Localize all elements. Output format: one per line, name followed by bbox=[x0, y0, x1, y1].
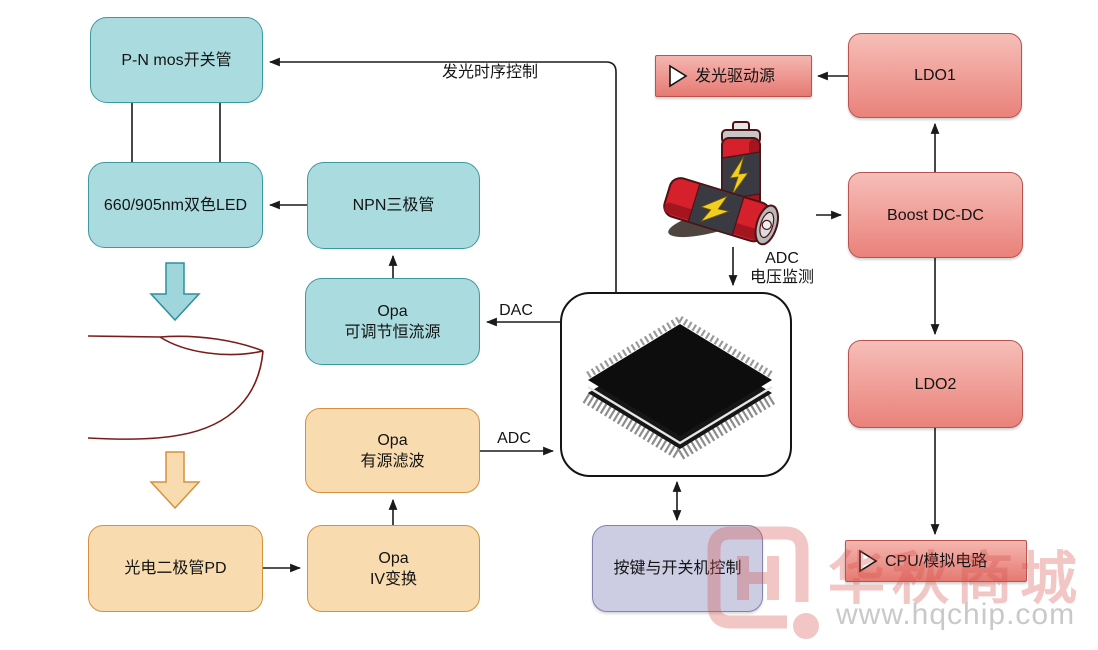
node-mcu bbox=[560, 292, 792, 477]
node-opa-active-filter: Opa 有源滤波 bbox=[305, 408, 480, 493]
node-ldo2-label: LDO2 bbox=[914, 375, 957, 393]
node-pn-mos-switch: P-N mos开关管 bbox=[90, 17, 263, 103]
node-boost-dcdc: Boost DC-DC bbox=[848, 172, 1023, 258]
finger-illustration bbox=[87, 335, 264, 440]
battery-lying bbox=[663, 177, 779, 246]
node-dual-led-label: 660/905nm双色LED bbox=[103, 196, 248, 214]
play-icon bbox=[859, 549, 878, 573]
node-dual-led: 660/905nm双色LED bbox=[88, 162, 263, 248]
node-opa-iv-convert: Opa IV变换 bbox=[307, 525, 480, 612]
node-pn-mos-switch-label: P-N mos开关管 bbox=[121, 51, 232, 69]
node-opa-current-source: Opa 可调节恒流源 bbox=[305, 278, 480, 365]
node-npn-transistor-label: NPN三极管 bbox=[352, 197, 435, 214]
node-key-power-control: 按键与开关机控制 bbox=[592, 525, 763, 612]
node-ldo1-label: LDO1 bbox=[914, 67, 956, 84]
node-npn-transistor: NPN三极管 bbox=[307, 162, 480, 249]
node-cpu-analog: CPU/模拟电路 bbox=[845, 540, 1027, 582]
label-adc: ADC bbox=[497, 430, 531, 447]
node-opa-active-filter-label: Opa 有源滤波 bbox=[360, 431, 425, 470]
node-ldo2: LDO2 bbox=[848, 340, 1023, 428]
node-boost-dcdc-label: Boost DC-DC bbox=[887, 206, 984, 224]
label-adc-voltage-monitor: ADC 电压监测 bbox=[749, 250, 814, 286]
play-icon bbox=[669, 64, 688, 88]
node-led-driver: 发光驱动源 bbox=[655, 55, 812, 97]
node-opa-current-source-label: Opa 可调节恒流源 bbox=[344, 302, 441, 341]
node-opa-iv-convert-label: Opa IV变换 bbox=[369, 549, 418, 588]
node-ldo1: LDO1 bbox=[848, 33, 1022, 118]
battery-standing bbox=[721, 121, 761, 221]
label-dac: DAC bbox=[499, 302, 533, 319]
node-photodiode-label: 光电二极管PD bbox=[124, 560, 227, 577]
node-led-driver-label: 发光驱动源 bbox=[695, 67, 776, 85]
node-photodiode: 光电二极管PD bbox=[88, 525, 263, 612]
label-timing-control: 发光时序控制 bbox=[441, 64, 538, 81]
node-cpu-analog-label: CPU/模拟电路 bbox=[885, 552, 988, 570]
light-receive-arrow bbox=[149, 451, 201, 510]
node-key-power-control-label: 按键与开关机控制 bbox=[613, 560, 742, 577]
battery-illustration bbox=[663, 121, 779, 246]
watermark-url-text: www.hqchip.com bbox=[836, 598, 1076, 631]
light-emit-arrow bbox=[149, 262, 201, 322]
mcu-chip-icon bbox=[582, 315, 778, 460]
